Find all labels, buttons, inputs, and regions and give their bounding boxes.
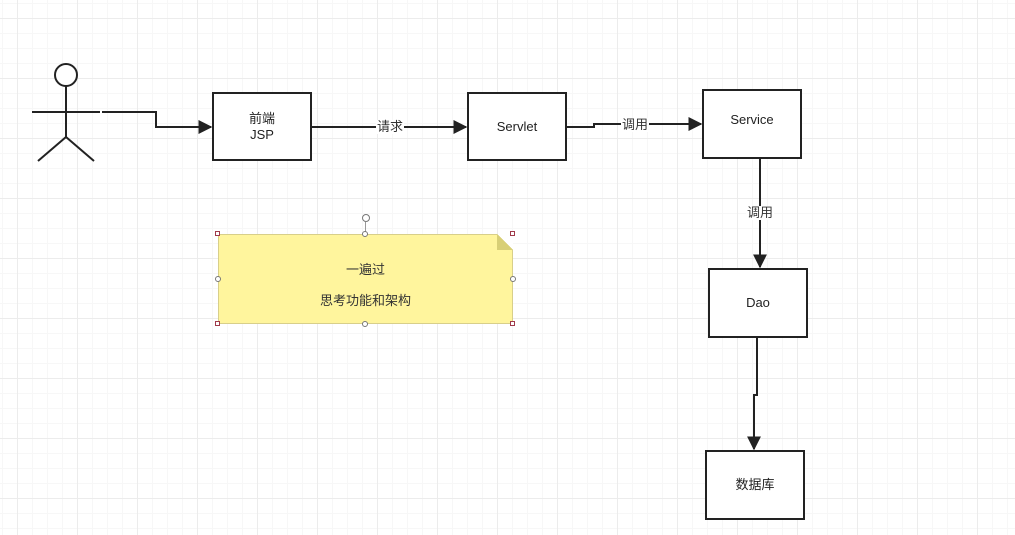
node-servlet[interactable]: Servlet — [467, 92, 567, 161]
resize-handle-top-right[interactable] — [510, 231, 515, 236]
note-line-2: 思考功能和架构 — [319, 293, 411, 308]
edge-actor-to-jsp[interactable] — [102, 111, 213, 134]
resize-handle-left[interactable] — [215, 276, 221, 282]
sticky-note[interactable]: 一遍过 思考功能和架构 — [218, 234, 513, 324]
edge-label-call-service: 调用 — [621, 117, 650, 132]
node-database[interactable]: 数据库 — [705, 450, 805, 520]
node-servlet-label: Servlet — [496, 118, 538, 134]
note-line-1: 一遍过 — [345, 262, 385, 277]
resize-handle-bottom-left[interactable] — [215, 321, 220, 326]
resize-handle-top-left[interactable] — [215, 231, 220, 236]
actor-icon[interactable] — [32, 63, 100, 162]
rotate-handle[interactable] — [362, 214, 370, 222]
rotate-handle-stem — [365, 222, 366, 234]
resize-handle-bottom-right[interactable] — [510, 321, 515, 326]
node-database-label: 数据库 — [735, 477, 775, 492]
resize-handle-top[interactable] — [362, 231, 368, 237]
node-service[interactable]: Service — [702, 89, 802, 159]
node-jsp-label: 前端 JSP — [248, 110, 275, 142]
note-fold-corner — [497, 234, 513, 250]
node-dao-label: Dao — [746, 295, 770, 310]
node-dao[interactable]: Dao — [708, 268, 808, 338]
edge-dao-to-db[interactable] — [747, 337, 761, 451]
node-jsp[interactable]: 前端 JSP — [212, 92, 312, 161]
resize-handle-bottom[interactable] — [362, 321, 368, 327]
edge-label-request: 请求 — [376, 119, 405, 134]
edge-label-call-dao: 调用 — [746, 205, 775, 220]
node-service-label: Service — [730, 112, 774, 127]
resize-handle-right[interactable] — [510, 276, 516, 282]
